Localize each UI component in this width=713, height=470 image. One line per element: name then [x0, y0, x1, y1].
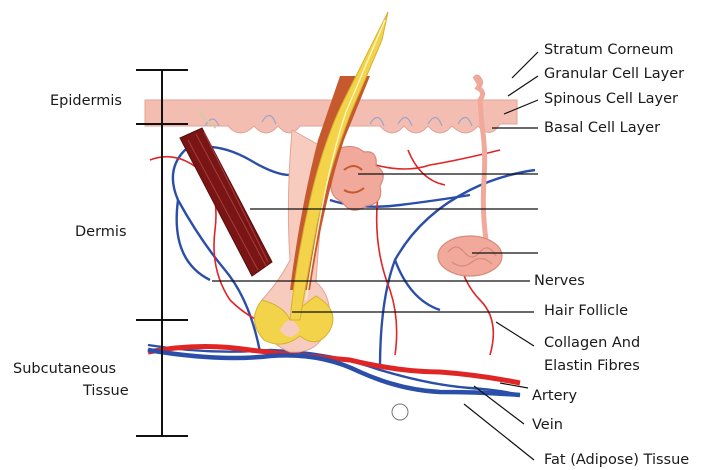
label-artery: Artery: [532, 388, 577, 405]
label-epidermis: Epidermis: [50, 93, 122, 110]
label-hair-follicle: Hair Follicle: [544, 303, 628, 320]
label-stratum-corneum: Stratum Corneum: [544, 42, 673, 59]
label-dermis: Dermis: [75, 224, 127, 241]
label-fat-tissue: Fat (Adipose) Tissue: [544, 452, 689, 469]
arrector-pili-muscle: [180, 110, 272, 276]
label-granular-cell-layer: Granular Cell Layer: [544, 66, 684, 83]
label-collagen-line1: Collagen And: [544, 335, 640, 352]
label-collagen-line2: Elastin Fibres: [544, 358, 640, 375]
label-basal-cell-layer: Basal Cell Layer: [544, 120, 660, 137]
label-subcutaneous-line1: Subcutaneous: [13, 361, 116, 378]
label-spinous-cell-layer: Spinous Cell Layer: [544, 91, 678, 108]
layer-bracket: [136, 70, 188, 436]
label-nerves: Nerves: [534, 273, 585, 290]
label-subcutaneous-line2: Tissue: [83, 383, 129, 400]
fat-cell: [392, 404, 408, 420]
label-vein: Vein: [532, 417, 563, 434]
